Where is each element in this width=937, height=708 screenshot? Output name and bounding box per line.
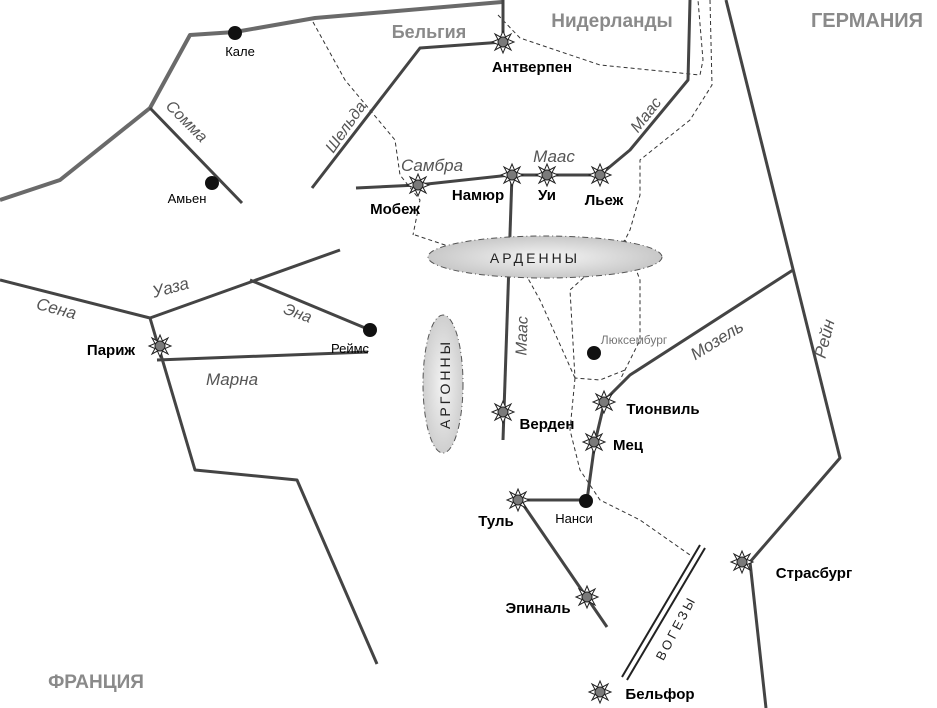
huy-fortress-icon [535,163,559,187]
coastline [0,0,503,202]
moselle-label: Мозель [687,317,747,364]
sambre-label: Самбра [401,156,463,175]
river-seine [0,278,379,665]
liege-fortress-icon [588,163,612,187]
paris-fortress-icon [148,334,172,358]
verdun-fortress-icon [491,400,515,424]
river-meuse-south [501,174,514,441]
river-scheldt [310,0,505,189]
paris-label: Париж [87,342,136,359]
thionville-label: Тионвиль [626,401,699,418]
borders [0,0,503,202]
toul-label: Туль [478,513,514,530]
amiens-label: Амьен [168,191,207,206]
antwerp-label: Антверпен [492,59,572,76]
frontier-lines [312,0,713,556]
netherlands-label: Нидерланды [551,11,673,32]
river-moselle [520,268,794,502]
amiens-dot-icon [205,176,219,190]
nancy-dot-icon [579,494,593,508]
river-marne [156,350,369,362]
strasbourg-label: Страсбург [776,565,852,582]
germany-label: ГЕРМАНИЯ [811,10,923,32]
belfort-fortress-icon [588,680,612,704]
huy-label: Уи [538,187,556,204]
river-aisne [249,278,371,332]
meuse-label-north: Маас [533,147,575,166]
calais-label: Кале [225,44,255,59]
frontier-france-germany [569,377,691,556]
scheldt-label: Шельда [323,99,370,157]
namur-label: Намюр [452,187,504,204]
calais-dot-icon [228,26,242,40]
verdun-label: Верден [520,416,575,433]
argonne-region [422,314,464,454]
somme-label: Сомма [162,98,210,146]
vosges-ridge [621,544,706,681]
river-rhine [724,0,842,708]
nancy-label: Нанси [555,511,593,526]
vosges-label: ВОГЕЗЫ [653,593,700,663]
epinal-fortress-icon [575,585,599,609]
marne-label: Марна [206,370,258,389]
luxembourg-label: Люксембург [601,333,668,347]
river-moselle-upper [518,499,609,628]
meuse-label-south: Маас [513,316,531,356]
rivers [0,0,842,708]
epinal-label: Эпиналь [505,600,570,617]
ardennes-label: АРДЕННЫ [490,250,580,266]
luxembourg-dot-icon [587,346,601,360]
city-dots [205,26,601,508]
antwerp-fortress-icon [491,30,515,54]
argonne-label: АРГОННЫ [437,339,453,429]
france-label: ФРАНЦИЯ [48,672,144,693]
oise-label: Уаза [149,274,191,302]
reims-label: Реймс [331,341,370,356]
strasbourg-fortress-icon [730,550,754,574]
metz-label: Мец [613,437,644,454]
river-oise [149,248,341,320]
frontier-belgium-france [312,21,421,236]
frontier-belgium-germany [624,0,713,241]
namur-fortress-icon [500,163,524,187]
metz-fortress-icon [582,430,606,454]
belgium-label: Бельгия [392,22,467,42]
belfort-label: Бельфор [625,686,694,703]
ardennes-region [427,235,663,279]
river-somme [148,106,244,205]
liege-label: Льеж [585,192,624,209]
maubeuge-fortress-icon [406,173,430,197]
reims-dot-icon [363,323,377,337]
maubeuge-label: Мобеж [370,201,420,218]
toul-fortress-icon [506,488,530,512]
rhine-label: Рейн [811,317,839,360]
thionville-fortress-icon [592,390,616,414]
